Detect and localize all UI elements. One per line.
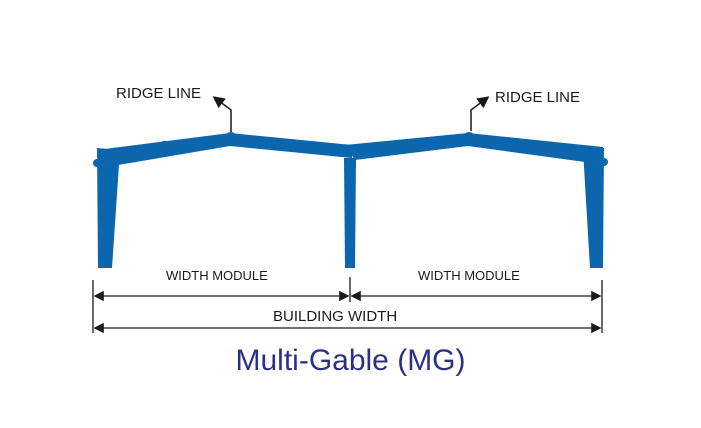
left-column: [97, 148, 120, 268]
splice: [225, 132, 237, 144]
splice: [529, 142, 539, 152]
column-knee: [600, 158, 608, 166]
ridge-leader-right: [470, 96, 490, 131]
right-column: [583, 148, 604, 268]
splice: [463, 132, 475, 144]
splice: [291, 142, 301, 152]
width-module-label-left: WIDTH MODULE: [166, 268, 268, 283]
ridge-leader-left: [212, 96, 232, 132]
splice: [159, 141, 169, 151]
center-column: [344, 158, 356, 268]
ridge-line-label-left: RIDGE LINE: [116, 85, 202, 102]
splice: [399, 141, 409, 151]
right-rafter: [345, 133, 603, 162]
column-knee: [93, 159, 101, 167]
diagram-title: Multi-Gable (MG): [235, 344, 466, 377]
width-module-label-right: WIDTH MODULE: [418, 268, 520, 283]
left-rafter: [97, 133, 352, 165]
ridge-line-label-right: RIDGE LINE: [495, 89, 581, 106]
building-width-label: BUILDING WIDTH: [273, 308, 398, 325]
